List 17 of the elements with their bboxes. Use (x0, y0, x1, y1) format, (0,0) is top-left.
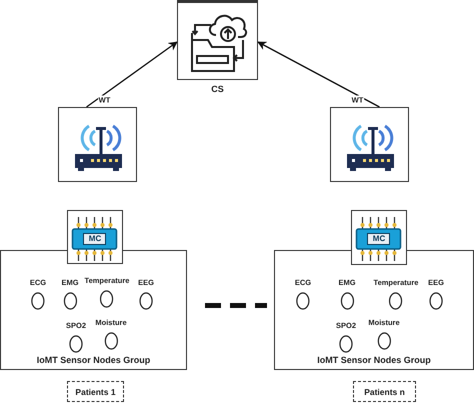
patient-box (353, 381, 416, 402)
chip-label: MC (88, 234, 102, 243)
arrow (257, 41, 380, 108)
sensor-group-box (274, 250, 474, 370)
microcontroller-box (351, 210, 407, 265)
chip-label: MC (372, 234, 386, 243)
arrow (86, 41, 178, 108)
patient-label: Patients 1 (75, 386, 116, 396)
patient-box (67, 381, 124, 402)
patient-label: Patients n (364, 386, 405, 396)
router-box (58, 107, 137, 182)
microcontroller-box (67, 210, 123, 264)
group-label: IoMT Sensor Nodes Group (36, 355, 150, 365)
node-label: CS (211, 84, 224, 94)
router-box (330, 107, 409, 182)
sensor-group-box (0, 250, 187, 370)
group-label: IoMT Sensor Nodes Group (317, 355, 431, 365)
